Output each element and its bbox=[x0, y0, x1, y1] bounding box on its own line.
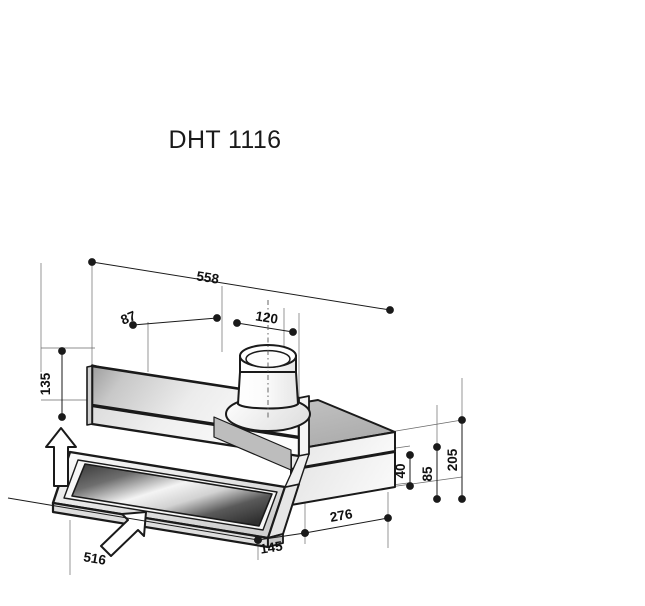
pullout-back-connector bbox=[284, 453, 310, 488]
dimline-120 bbox=[233, 319, 297, 336]
dimline-276 bbox=[301, 514, 392, 537]
dim-label-120: 120 bbox=[254, 308, 279, 326]
dim-label-558: 558 bbox=[195, 268, 220, 286]
dim-label-205: 205 bbox=[445, 448, 460, 471]
dim-label-516: 516 bbox=[82, 549, 107, 568]
dim-label-40: 40 bbox=[393, 463, 408, 478]
dimension-lines bbox=[7, 258, 466, 544]
dim-label-85: 85 bbox=[420, 466, 435, 482]
front-panel-left-cap bbox=[86, 365, 93, 426]
dim-label-276: 276 bbox=[329, 506, 354, 525]
dimline-85 bbox=[433, 443, 441, 503]
pullout-panel bbox=[51, 450, 310, 549]
dimline-87 bbox=[129, 314, 221, 329]
dim-label-135: 135 bbox=[38, 372, 53, 395]
dimline-558 bbox=[88, 258, 394, 314]
dimline-135 bbox=[58, 347, 66, 421]
page-title: DHT 1116 bbox=[168, 126, 282, 154]
dimline-205 bbox=[458, 416, 466, 503]
pullout-glass bbox=[71, 463, 273, 527]
airflow-arrow-up bbox=[45, 427, 77, 487]
dim-label-145: 145 bbox=[259, 538, 284, 556]
dim-label-87: 87 bbox=[119, 308, 139, 328]
housing-interior-shelf bbox=[213, 416, 292, 471]
dimension-labels: 558 87 120 135 205 85 40 516 145 276 bbox=[38, 268, 460, 568]
pullout-arrow-slide bbox=[100, 511, 147, 557]
dimline-40 bbox=[406, 451, 414, 490]
